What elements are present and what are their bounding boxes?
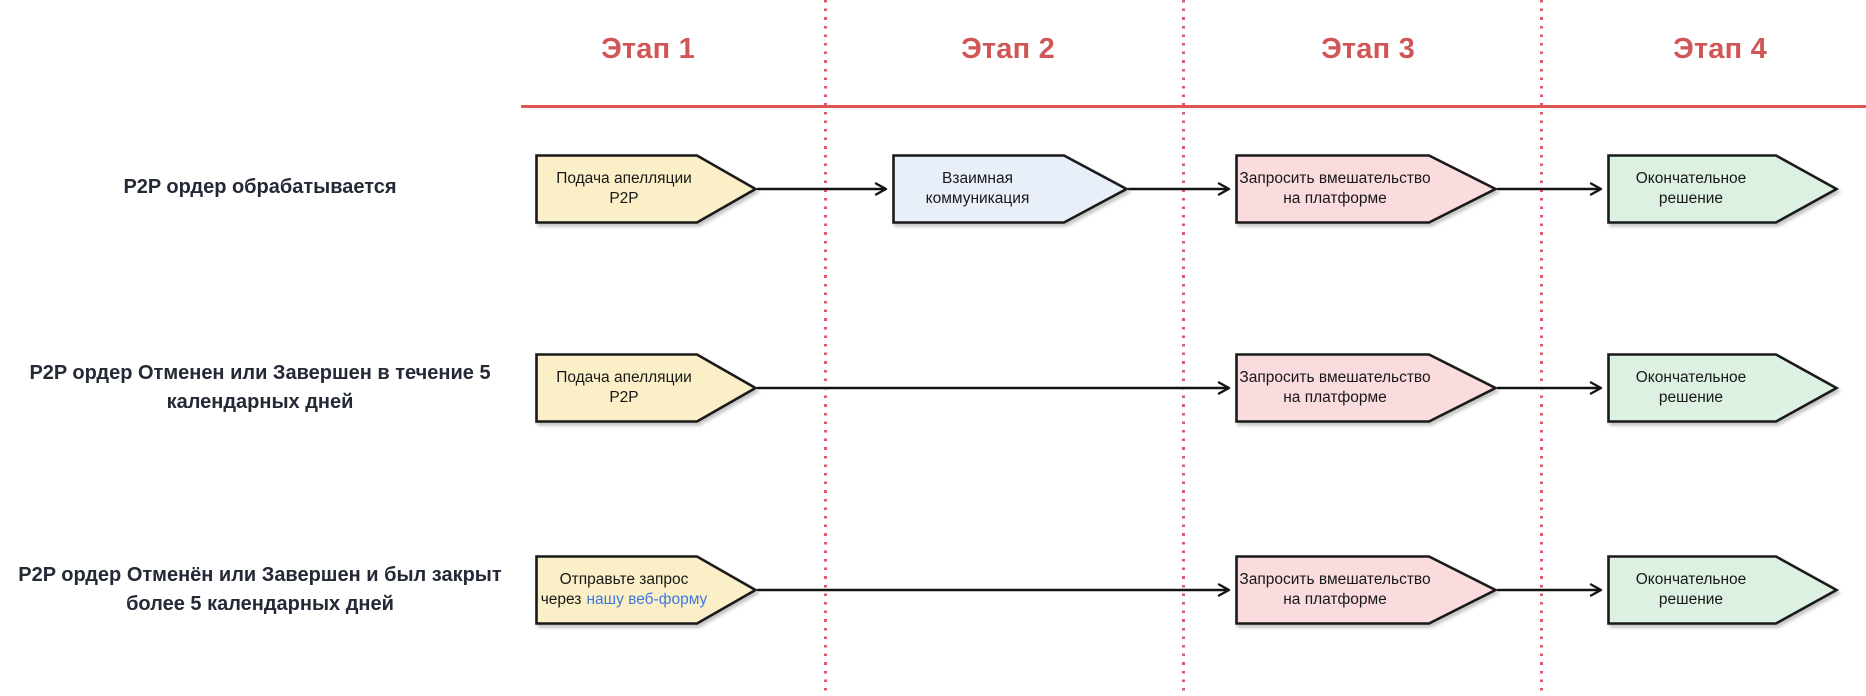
step-text: Окончательное решение xyxy=(1635,169,1747,207)
step-box-row3-final-decision: Окончательное решение xyxy=(1607,555,1840,625)
step-text: Запросить вмешательство на платформе xyxy=(1239,368,1431,406)
step-box-row2-final-decision: Окончательное решение xyxy=(1607,353,1840,423)
stage-header-3: Этап 3 xyxy=(1321,33,1415,65)
pentagon-arrow-shape xyxy=(1607,555,1840,625)
pentagon-arrow-shape xyxy=(892,154,1130,224)
pentagon-arrow-shape xyxy=(1607,154,1840,224)
stage-divider-3 xyxy=(1540,0,1543,696)
step-text: Запросить вмешательство на платформе xyxy=(1239,169,1431,207)
pentagon-arrow-shape xyxy=(535,555,759,625)
step-text: Окончательное решение xyxy=(1635,368,1747,406)
flow-arrow-long xyxy=(757,381,1231,395)
step-box-row1-appeal: Подача апелляции P2P xyxy=(535,154,759,224)
stage-header-2: Этап 2 xyxy=(961,33,1055,65)
stage-divider-2 xyxy=(1182,0,1185,696)
link-prefix: через xyxy=(540,591,582,608)
pentagon-arrow-shape xyxy=(535,353,759,423)
stage-divider-1 xyxy=(824,0,827,696)
web-form-link[interactable]: нашу веб-форму xyxy=(586,591,708,608)
flow-arrow xyxy=(1497,583,1603,597)
flow-arrow-long xyxy=(757,583,1231,597)
row-label-within-5-days: P2P ордер Отменен или Завершен в течение… xyxy=(29,362,491,413)
pentagon-arrow-shape xyxy=(1235,555,1499,625)
step-box-row1-final-decision: Окончательное решение xyxy=(1607,154,1840,224)
step-box-row3-platform-intervention: Запросить вмешательство на платформе xyxy=(1235,555,1499,625)
flow-arrow xyxy=(757,182,888,196)
pentagon-arrow-shape xyxy=(535,154,759,224)
step-text-line1: Отправьте запрос xyxy=(559,570,689,588)
stage-header-4: Этап 4 xyxy=(1673,33,1767,65)
step-text: Подача апелляции P2P xyxy=(556,368,692,406)
step-text: Взаимная коммуникация xyxy=(925,169,1030,207)
step-text: Подача апелляции P2P xyxy=(556,169,692,207)
step-text: Окончательное решение xyxy=(1635,570,1747,608)
pentagon-arrow-shape xyxy=(1607,353,1840,423)
step-box-row2-platform-intervention: Запросить вмешательство на платформе xyxy=(1235,353,1499,423)
stage-header-1: Этап 1 xyxy=(601,33,695,65)
flow-arrow xyxy=(1497,381,1603,395)
step-box-row1-communication: Взаимная коммуникация xyxy=(892,154,1130,224)
pentagon-arrow-shape xyxy=(1235,154,1499,224)
flow-arrow xyxy=(1497,182,1603,196)
row-label-over-5-days: P2P ордер Отменён или Завершен и был зак… xyxy=(18,564,502,615)
step-box-row1-platform-intervention: Запросить вмешательство на платформе xyxy=(1235,154,1499,224)
row-label-processing: P2P ордер обрабатывается xyxy=(123,175,397,198)
step-text: Запросить вмешательство на платформе xyxy=(1239,570,1431,608)
step-box-row2-appeal: Подача апелляции P2P xyxy=(535,353,759,423)
stage-header-rule xyxy=(521,105,1866,108)
flow-arrow xyxy=(1128,182,1231,196)
pentagon-arrow-shape xyxy=(1235,353,1499,423)
